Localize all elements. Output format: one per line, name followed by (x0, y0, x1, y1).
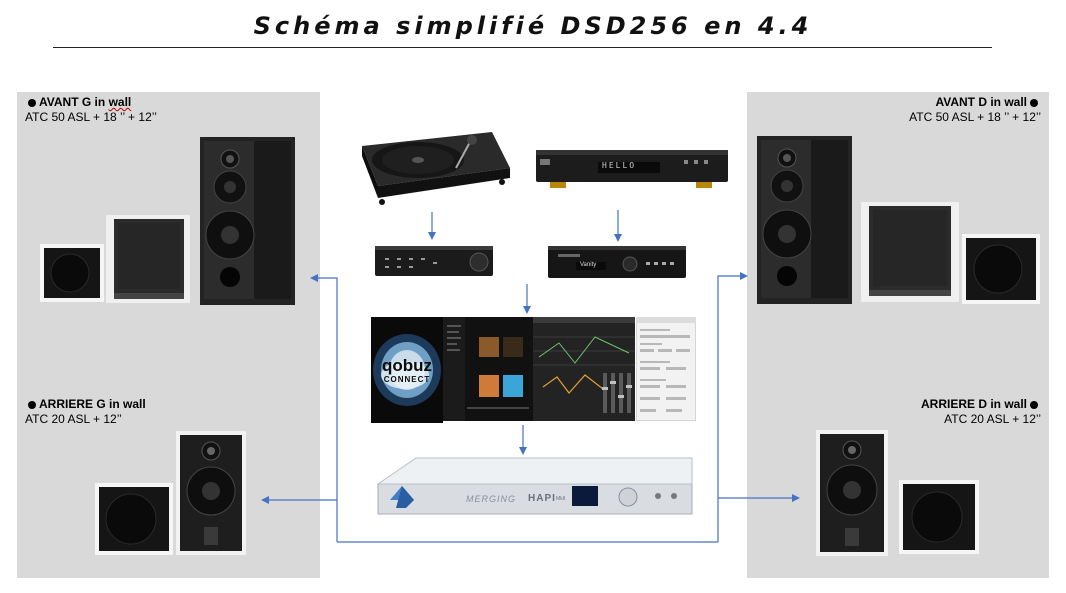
merging-brand-label: MERGING (466, 494, 517, 504)
hapi-model-label: HAPI (528, 493, 556, 504)
zone-model: ATC 20 ASL + 12’’ (944, 412, 1041, 426)
daw-software-screenshot (533, 317, 635, 421)
rear-right-subwoofer-12 (899, 480, 979, 554)
zone-label-rear-right: ARRIERE D in wall ATC 20 ASL + 12’’ (921, 397, 1041, 427)
merging-hapi-interface: MERGING HAPI MkII (376, 456, 694, 516)
zone-name-extra: wall (108, 95, 132, 109)
rear-left-subwoofer-12 (95, 483, 173, 555)
page-title: Schéma simplifié DSD256 en 4.4 (253, 12, 813, 40)
zone-name: AVANT D in wall (935, 95, 1027, 109)
wire-to-front-left (310, 274, 338, 542)
player-display-text: HELLO (602, 161, 637, 170)
qobuz-connect-text: CONNECT (383, 375, 431, 384)
front-left-subwoofer-12 (40, 244, 104, 302)
settings-dialog-screenshot (636, 317, 696, 421)
wire-to-front-right (717, 272, 748, 542)
hapi-suffix-label: MkII (556, 496, 566, 502)
phono-preamp-image (375, 246, 493, 276)
cd-player-image: HELLO (536, 150, 728, 188)
bullet-icon (28, 400, 36, 409)
rear-left-monitor-speaker (176, 431, 246, 555)
zone-model: ATC 20 ASL + 12’’ (25, 412, 122, 426)
title-underline (53, 47, 992, 48)
front-right-subwoofer-18 (861, 202, 959, 302)
dac-vanity-image: Vanity (548, 244, 686, 280)
music-app-screenshot (443, 317, 533, 421)
front-right-subwoofer-12 (962, 234, 1040, 304)
zone-label-rear-left: ARRIERE G in wall ATC 20 ASL + 12’’ (25, 397, 146, 427)
zone-model: ATC 50 ASL + 18 ’’ + 12’’ (909, 110, 1041, 124)
turntable-image (362, 132, 510, 205)
zone-name: AVANT G in (39, 95, 106, 109)
qobuz-connect-logo: qobuz CONNECT (371, 317, 443, 423)
rear-right-monitor-speaker (816, 430, 888, 556)
zone-model: ATC 50 ASL + 18 ’’ + 12’’ (25, 110, 157, 124)
zone-name: ARRIERE D in wall (920, 397, 1027, 411)
front-right-tower-speaker (757, 136, 852, 304)
dac-brand-label: Vanity (580, 262, 597, 268)
bullet-icon (1030, 400, 1038, 409)
qobuz-logo-text: qobuz (381, 356, 433, 375)
zone-label-front-right: AVANT D in wall ATC 50 ASL + 18 ’’ + 12’… (909, 95, 1041, 125)
front-left-tower-speaker (200, 137, 295, 305)
bullet-icon (1030, 98, 1038, 107)
zone-label-front-left: AVANT G in wall ATC 50 ASL + 18 ’’ + 12’… (25, 95, 157, 125)
bullet-icon (28, 98, 36, 107)
front-left-subwoofer-18 (106, 215, 190, 303)
zone-name: ARRIERE G in wall (39, 397, 146, 411)
